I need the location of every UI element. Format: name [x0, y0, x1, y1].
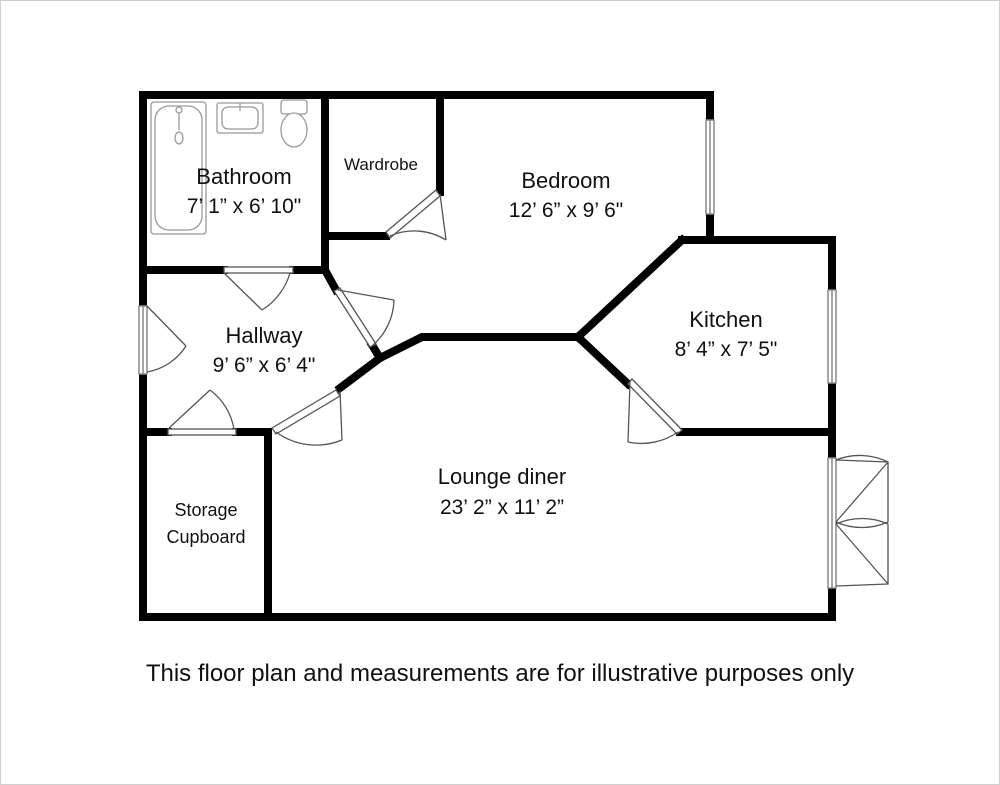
storage-name-line2: Cupboard [166, 527, 245, 547]
wardrobe-name: Wardrobe [344, 155, 418, 174]
wall-lounge-top-left [374, 333, 582, 364]
bathroom-fixtures [150, 99, 308, 235]
door-storage [167, 389, 237, 436]
doors [146, 189, 889, 587]
door-hallway-left [146, 305, 187, 373]
wall-kitchen-upper-diag [572, 234, 688, 343]
basin [216, 102, 264, 134]
labels: Bathroom 7’ 1” x 6’ 10" Wardrobe Bedroom… [166, 155, 777, 547]
lounge-size: 23’ 2” x 11’ 2” [440, 496, 564, 519]
bathroom-size: 7’ 1” x 6’ 10" [187, 195, 301, 218]
walls [139, 91, 836, 621]
door-lounge [271, 389, 343, 446]
hallway-name: Hallway [225, 323, 302, 348]
hallway-size: 9’ 6” x 6’ 4" [213, 354, 316, 377]
bathroom-name: Bathroom [196, 164, 291, 189]
door-bathroom [223, 266, 294, 311]
disclaimer-text: This floor plan and measurements are for… [145, 660, 855, 687]
toilet [280, 99, 308, 148]
door-kitchen [627, 378, 683, 445]
door-french-upper [835, 454, 889, 529]
kitchen-name: Kitchen [689, 307, 762, 332]
bedroom-size: 12’ 6” x 9’ 6" [509, 199, 623, 222]
wall-hallway-lounge-diag [334, 352, 386, 394]
kitchen-size: 8’ 4” x 7’ 5" [675, 338, 778, 361]
wall-hallway-diag-upper [319, 264, 342, 296]
door-hallway-bedroom [333, 287, 395, 348]
bathtub [150, 101, 207, 235]
windows [138, 119, 837, 589]
wall-kitchen-lower-diag [572, 331, 634, 390]
bedroom-name: Bedroom [521, 168, 610, 193]
door-wardrobe [385, 189, 447, 241]
lounge-name: Lounge diner [438, 464, 566, 489]
door-french-lower [835, 517, 889, 587]
wall-top [139, 91, 714, 124]
storage-name-line1: Storage [174, 500, 237, 520]
